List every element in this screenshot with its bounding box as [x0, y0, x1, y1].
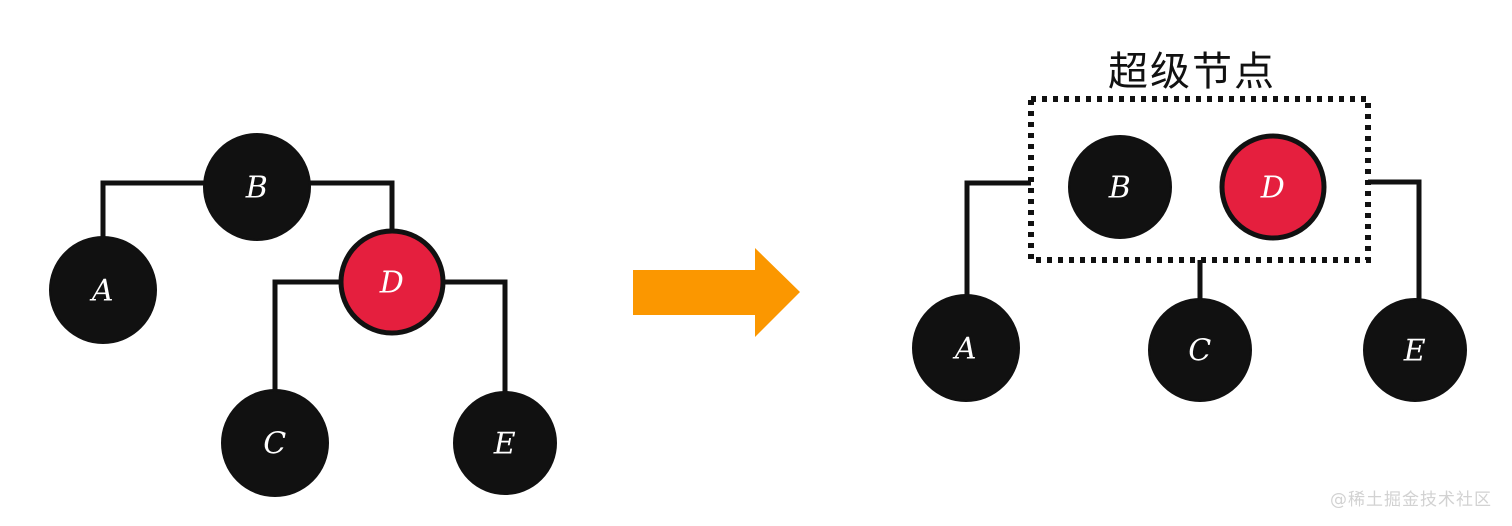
merged-node-E[interactable]: E: [1363, 298, 1467, 402]
original-node-C[interactable]: C: [221, 389, 329, 497]
original-tree-nodes: A B C D E: [49, 133, 557, 497]
merged-node-B-label: B: [1108, 171, 1132, 206]
merged-edge-group-E: [1368, 179, 1422, 300]
merged-node-A-circle: [912, 294, 1020, 402]
original-node-A[interactable]: A: [49, 236, 157, 344]
super-node-group-box: [1028, 96, 1371, 263]
original-edge-B-D: [294, 180, 395, 233]
merged-tree-edges: [964, 179, 1422, 300]
merged-node-D-label: D: [1260, 171, 1286, 206]
merged-node-E-circle: [1363, 298, 1467, 402]
original-node-B[interactable]: B: [203, 133, 311, 241]
merged-node-E-label: E: [1403, 334, 1426, 369]
original-node-C-circle: [221, 389, 329, 497]
original-node-D-label: D: [379, 266, 405, 301]
original-node-D[interactable]: D: [338, 228, 446, 336]
original-node-A-circle: [49, 236, 157, 344]
original-node-B-circle: [203, 133, 311, 241]
original-node-E-label: E: [493, 427, 516, 462]
merged-edge-group-A: [964, 180, 1031, 298]
original-tree-group: A B C D E: [49, 133, 557, 497]
original-node-B-label: B: [245, 171, 269, 206]
original-edge-B-A: [100, 180, 220, 240]
merged-node-B[interactable]: B: [1068, 135, 1172, 239]
transform-arrow-icon: [633, 248, 800, 337]
merged-node-D-circle: [1219, 133, 1327, 241]
merged-node-C-circle: [1148, 298, 1252, 402]
original-node-E-circle: [453, 391, 557, 495]
super-node-title: 超级节点: [1108, 49, 1276, 95]
merged-tree-nodes: B D A C E: [912, 133, 1467, 402]
merged-node-C-label: C: [1188, 334, 1211, 369]
original-tree-edges: [100, 180, 508, 393]
merged-node-B-circle: [1068, 135, 1172, 239]
original-node-A-label: A: [89, 274, 114, 309]
original-node-C-label: C: [263, 427, 286, 462]
merged-node-D[interactable]: D: [1219, 133, 1327, 241]
merged-node-C[interactable]: C: [1148, 298, 1252, 402]
merged-tree-group: 超级节点 B D A C E: [912, 49, 1467, 402]
original-edge-D-C: [272, 279, 344, 393]
merged-node-A-label: A: [952, 332, 977, 367]
original-edge-D-E: [440, 279, 508, 393]
merged-node-A[interactable]: A: [912, 294, 1020, 402]
original-node-E[interactable]: E: [453, 391, 557, 495]
watermark: @稀土掘金技术社区: [1330, 490, 1492, 510]
original-node-D-circle: [338, 228, 446, 336]
